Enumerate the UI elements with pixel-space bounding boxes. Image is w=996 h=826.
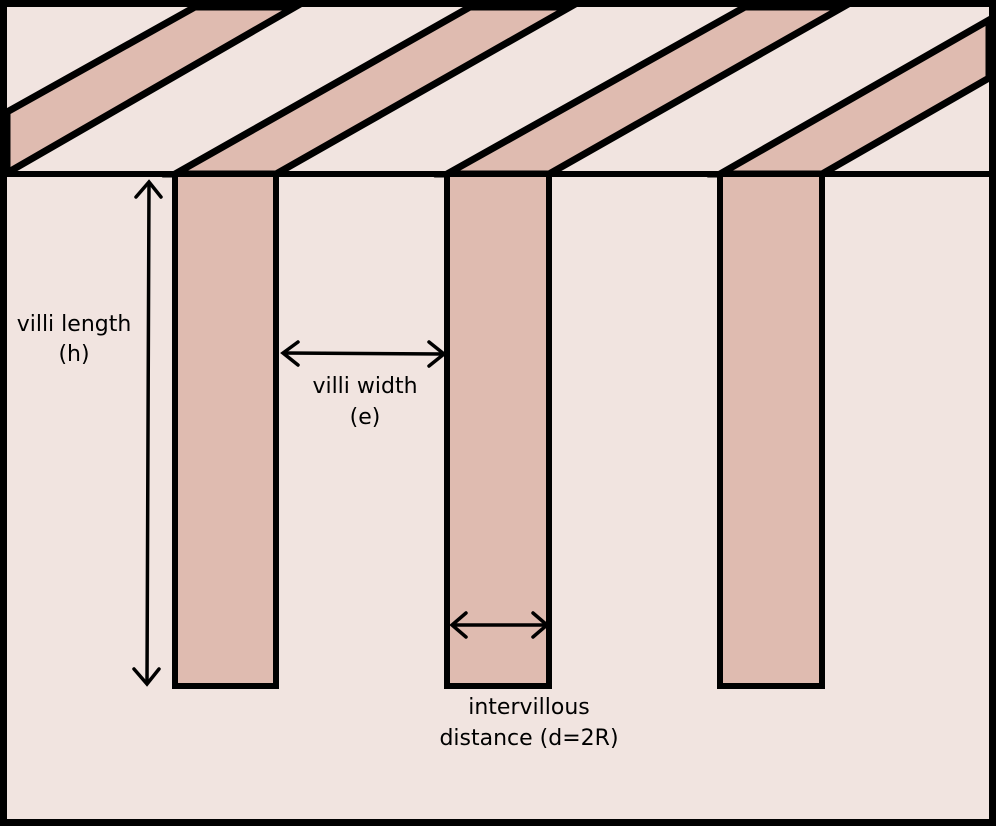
- intervillous-distance-arrow: [449, 611, 550, 639]
- villus-3: [717, 171, 825, 689]
- villus-2: [444, 171, 552, 689]
- villi-width-arrow: [280, 340, 447, 368]
- villus-1: [172, 171, 279, 689]
- villi-width-label-line1: villi width: [312, 374, 417, 399]
- villi-width-label-line2: (e): [350, 405, 381, 430]
- villi-length-arrow: [132, 179, 163, 687]
- intervillous-distance-label-line1: intervillous: [468, 695, 589, 720]
- villi: [172, 171, 825, 689]
- intervillous-distance-label-line2: distance (d=2R): [439, 726, 618, 751]
- villi-length-label-line1: villi length: [17, 312, 132, 337]
- villus-top-band-0: [3, 3, 309, 180]
- villi-length-label-line2: (h): [58, 342, 89, 367]
